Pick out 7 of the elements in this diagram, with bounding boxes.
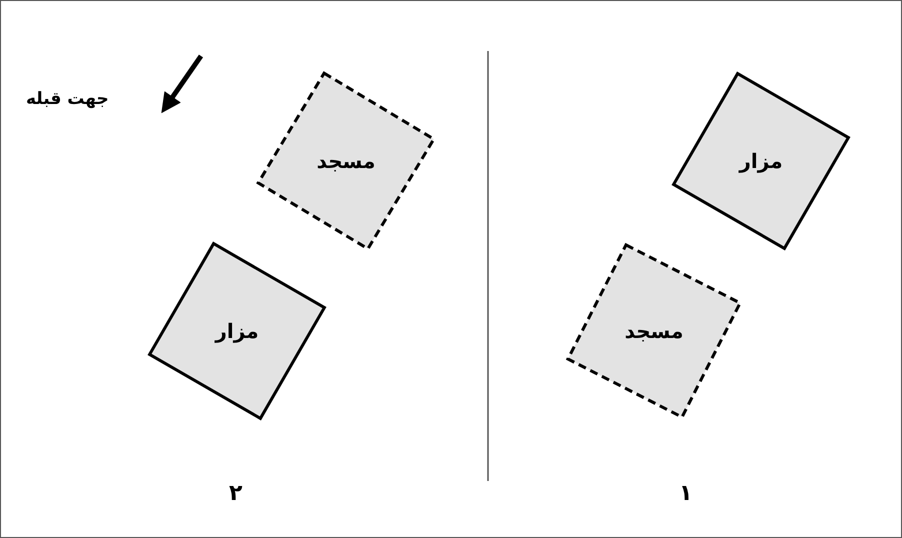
- panel-number: ۲: [229, 481, 242, 506]
- direction-label: جهت قبله: [26, 89, 109, 109]
- box-label: مزار: [738, 149, 784, 173]
- box-label: مسجد: [316, 149, 376, 173]
- box-label: مسجد: [624, 319, 684, 343]
- box-label: مزار: [214, 319, 260, 343]
- panel-number: ۱: [679, 481, 692, 506]
